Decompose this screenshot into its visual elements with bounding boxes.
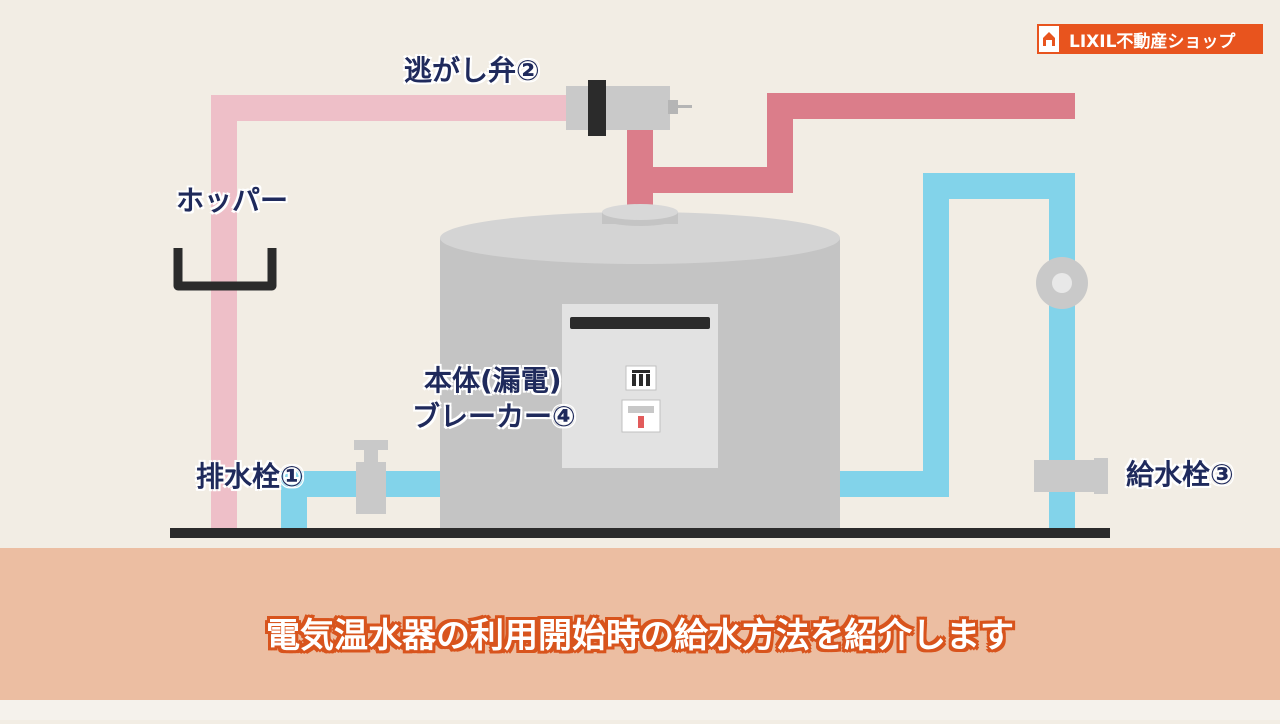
brand-badge: LIXIL不動産ショップ [1037, 24, 1263, 54]
brand-logo-icon [1037, 24, 1061, 54]
supply-valve [1034, 458, 1108, 494]
cold-water-pipe [281, 471, 440, 530]
caption-text: 電気温水器の利用開始時の給水方法を紹介します [266, 616, 1014, 656]
floor-line [170, 528, 1110, 538]
hopper-label: ホッパー [176, 184, 289, 217]
relief-drain-pipe [211, 95, 590, 530]
cold-water-supply-pipe [840, 173, 1075, 530]
hopper [173, 248, 277, 291]
breaker-label-line2: ブレーカー④ [412, 400, 576, 433]
drain-valve [354, 440, 388, 514]
hot-pipe-riser [627, 130, 653, 212]
caption-band [0, 548, 1280, 700]
gauge [1036, 257, 1088, 309]
control-panel [562, 304, 718, 468]
bottom-strip [0, 700, 1280, 720]
brand-name: LIXIL不動産ショップ [1069, 31, 1236, 52]
breaker-label-line1: 本体(漏電) [424, 364, 562, 397]
supply-valve-label: 給水栓③ [1126, 458, 1234, 491]
relief-valve [566, 80, 692, 136]
drain-valve-label: 排水栓① [196, 460, 304, 493]
relief-valve-label: 逃がし弁② [404, 54, 540, 87]
